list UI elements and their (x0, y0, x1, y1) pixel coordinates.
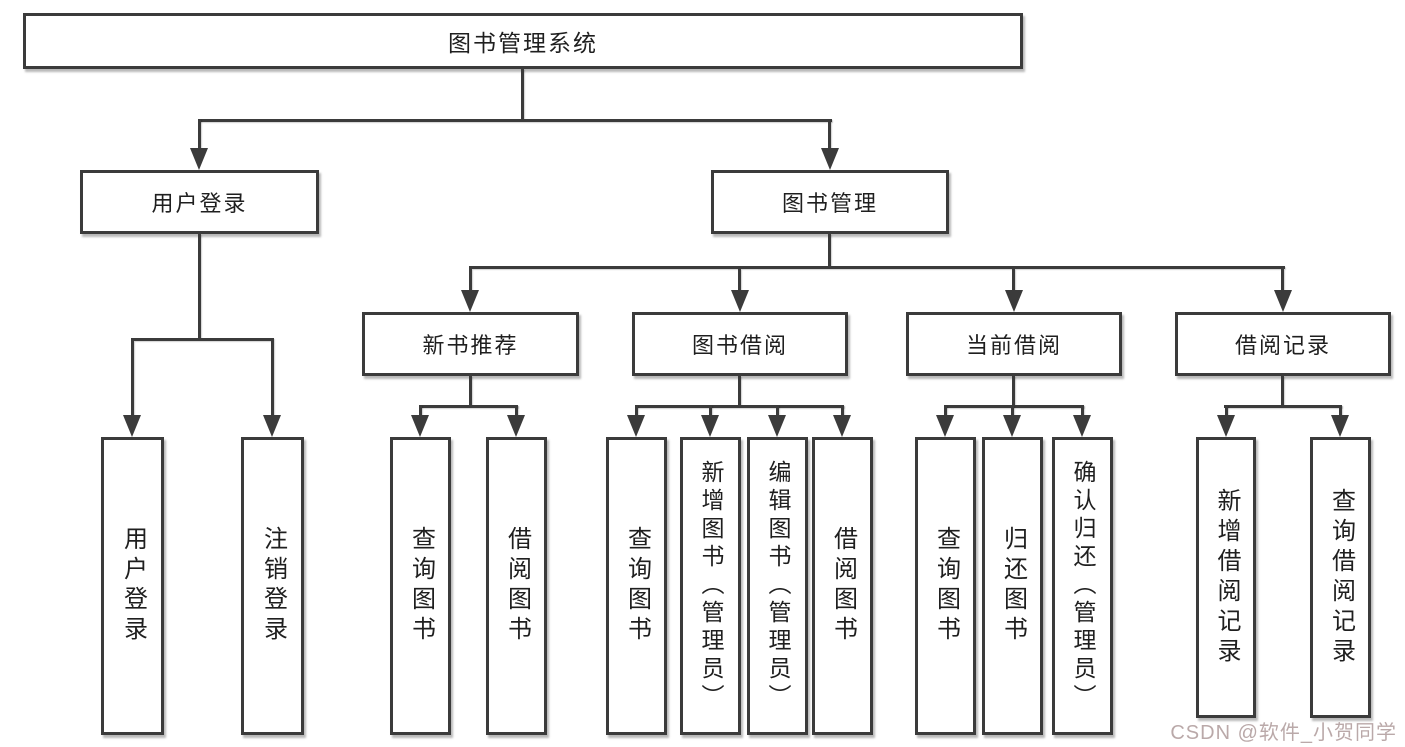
connector-root-split (198, 119, 832, 122)
node-label: 用户登录 (151, 191, 248, 216)
node-label: 查询借阅记录 (1327, 487, 1355, 668)
connector-current-stem (1012, 376, 1015, 405)
leaf-borrow-books-borrowing: 借阅图书 (812, 437, 873, 735)
node-book-management: 图书管理 (711, 170, 949, 234)
connector-to-leaf-query-current (944, 405, 947, 417)
leaf-query-books-current: 查询图书 (915, 437, 976, 735)
arrowhead-leaf-confirm-return (1073, 415, 1091, 437)
node-new-book-recommend: 新书推荐 (362, 312, 579, 376)
connector-to-leaf-borrow-recommend (515, 405, 518, 417)
node-book-borrowing: 图书借阅 (632, 312, 848, 376)
node-label: 注销登录 (259, 526, 287, 646)
csdn-watermark: CSDN @软件_小贺同学 (1170, 722, 1397, 744)
node-label: 借阅图书 (503, 526, 531, 646)
leaf-user-login: 用户登录 (101, 437, 164, 735)
arrowhead-book-management (821, 148, 839, 170)
node-label: 图书管理系统 (448, 30, 598, 56)
connector-to-leaf-query-borrowing (635, 405, 638, 417)
connector-to-leaf-confirm-return (1081, 405, 1084, 417)
connector-to-leaf-user-login (131, 341, 134, 417)
arrowhead-leaf-user-login (123, 415, 141, 437)
arrowhead-leaf-add-record (1217, 415, 1235, 437)
leaf-confirm-return-admin: 确认归还（管理员） (1052, 437, 1113, 735)
connector-user-login-split (131, 338, 274, 341)
connector-to-leaf-query-recommend (419, 405, 422, 417)
leaf-add-books-admin: 新增图书（管理员） (680, 437, 741, 735)
node-label: 借阅图书 (829, 526, 857, 646)
arrowhead-leaf-query-record (1331, 415, 1349, 437)
node-label: 借阅记录 (1234, 333, 1331, 358)
connector-to-leaf-edit-books (776, 405, 779, 417)
arrowhead-current-borrowing (1005, 290, 1023, 312)
connector-to-book-borrowing (738, 269, 741, 292)
leaf-query-books-borrowing: 查询图书 (606, 437, 667, 735)
connector-to-leaf-add-books (709, 405, 712, 417)
connector-to-current-borrowing (1012, 269, 1015, 292)
node-label: 新增图书（管理员） (698, 460, 724, 712)
node-label: 图书借阅 (691, 333, 788, 358)
node-label: 查询图书 (623, 526, 651, 646)
connector-user-login-stem (198, 234, 201, 338)
connector-borrowing-stem (738, 376, 741, 405)
connector-to-borrowing-records (1281, 269, 1284, 292)
connector-to-leaf-logout (271, 341, 274, 417)
arrowhead-borrowing-records (1274, 290, 1292, 312)
node-label: 当前借阅 (965, 333, 1062, 358)
node-label: 查询图书 (407, 526, 435, 646)
node-label: 确认归还（管理员） (1070, 460, 1096, 712)
connector-to-leaf-query-record (1339, 405, 1342, 417)
leaf-borrow-books-recommend: 借阅图书 (486, 437, 547, 735)
arrowhead-user-login (190, 148, 208, 170)
connector-recommend-stem (469, 376, 472, 405)
arrowhead-leaf-return-books (1003, 415, 1021, 437)
connector-to-leaf-borrow-borrowing (841, 405, 844, 417)
leaf-edit-books-admin: 编辑图书（管理员） (747, 437, 808, 735)
connector-to-book-management (828, 119, 831, 150)
node-label: 编辑图书（管理员） (765, 460, 791, 712)
node-label: 新增借阅记录 (1213, 487, 1240, 668)
connector-records-split (1224, 405, 1342, 408)
leaf-return-books: 归还图书 (982, 437, 1043, 735)
connector-records-stem (1281, 376, 1284, 405)
connector-borrowing-split (635, 405, 844, 408)
connector-book-management-stem (828, 234, 831, 266)
connector-current-split (944, 405, 1084, 408)
node-label: 查询图书 (932, 526, 960, 646)
node-library-management-system: 图书管理系统 (23, 13, 1023, 69)
arrowhead-leaf-query-recommend (411, 415, 429, 437)
node-borrowing-records: 借阅记录 (1175, 312, 1391, 376)
arrowhead-leaf-query-borrowing (627, 415, 645, 437)
arrowhead-leaf-borrow-recommend (507, 415, 525, 437)
connector-to-user-login (198, 119, 201, 150)
arrowhead-leaf-edit-books (768, 415, 786, 437)
leaf-logout-login: 注销登录 (241, 437, 304, 735)
node-user-login: 用户登录 (80, 170, 319, 234)
leaf-query-borrow-record: 查询借阅记录 (1310, 437, 1371, 718)
node-label: 新书推荐 (422, 333, 519, 358)
leaf-add-borrow-record: 新增借阅记录 (1196, 437, 1256, 718)
leaf-query-books-recommend: 查询图书 (390, 437, 451, 735)
arrowhead-leaf-logout (263, 415, 281, 437)
connector-to-leaf-return-books (1011, 405, 1014, 417)
arrowhead-book-borrowing (731, 290, 749, 312)
arrowhead-leaf-borrow-borrowing (833, 415, 851, 437)
connector-to-leaf-add-record (1225, 405, 1228, 417)
node-label: 归还图书 (999, 526, 1027, 646)
connector-root-stem (521, 69, 524, 119)
node-label: 图书管理 (781, 191, 878, 216)
arrowhead-new-book-recommend (461, 290, 479, 312)
connector-to-new-book-recommend (469, 269, 472, 292)
node-label: 用户登录 (119, 526, 147, 646)
arrowhead-leaf-query-current (936, 415, 954, 437)
connector-recommend-split (419, 405, 518, 408)
node-current-borrowing: 当前借阅 (906, 312, 1122, 376)
arrowhead-leaf-add-books (701, 415, 719, 437)
connector-book-management-split (469, 266, 1285, 269)
